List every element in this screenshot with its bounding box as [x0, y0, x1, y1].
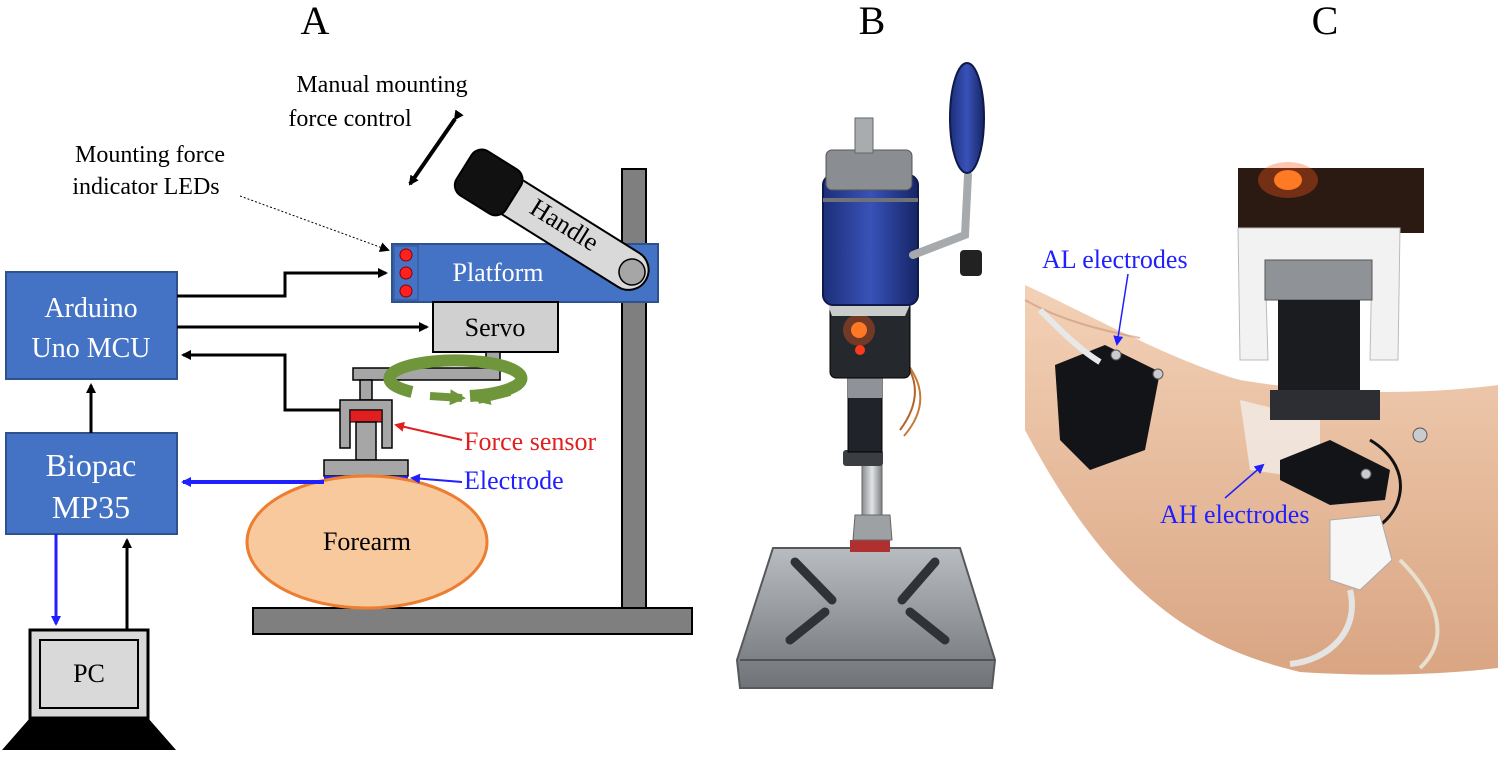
- forearm: [245, 474, 489, 610]
- ah-electrode-strap: [1280, 440, 1390, 505]
- force-sensor-label: Force sensor: [464, 427, 596, 456]
- panel-a-schematic: Platform Handle Manual mounting force co…: [2, 72, 693, 750]
- handle: [453, 148, 650, 291]
- panel-letter-b: B: [859, 0, 886, 43]
- device-body: [822, 174, 919, 306]
- stand-pole: [621, 168, 647, 609]
- biopac-label-line2: MP35: [52, 489, 130, 525]
- electrode-pointer: [410, 473, 463, 484]
- stand-base: [252, 607, 693, 635]
- rotation-indicator: [383, 354, 528, 402]
- leds-leader-line: [239, 195, 390, 252]
- arm-drop: [359, 379, 373, 401]
- ah-electrodes-label: AH electrodes: [1160, 500, 1309, 529]
- al-pointer: [1113, 273, 1129, 346]
- leds-label-line1: Mounting force: [75, 142, 225, 168]
- device-base: [735, 547, 997, 689]
- rotation-arrow-left: [474, 388, 511, 405]
- al-electrodes-label: AL electrodes: [1042, 245, 1188, 274]
- panel-c-arm-photo: AL electrodes AH electrodes: [1024, 162, 1498, 675]
- manual-control-label-line1: Manual mounting: [296, 72, 467, 98]
- rotation-arrow-right: [429, 389, 466, 406]
- biopac-box: [5, 432, 178, 535]
- led-2: [399, 266, 413, 280]
- manual-control-arrow: [408, 109, 464, 186]
- pc-laptop: [2, 628, 176, 750]
- electrode-clip: [1329, 514, 1393, 591]
- force-sensor-pointer: [394, 421, 463, 441]
- arduino-label-line1: Arduino: [44, 293, 137, 324]
- probe-housing: [1238, 168, 1424, 233]
- arduino-label-line2: Uno MCU: [31, 333, 150, 364]
- electrode-label: Electrode: [464, 466, 564, 495]
- panel-letter-a: A: [301, 0, 330, 43]
- leds-label-line2: indicator LEDs: [72, 174, 219, 200]
- manual-control-label-line2: force control: [288, 106, 412, 132]
- sensor-stem: [355, 421, 377, 461]
- biopac-label-line1: Biopac: [46, 447, 137, 483]
- device-handle-knob: [949, 62, 985, 174]
- led-3: [399, 284, 413, 298]
- sensor-to-arduino-arrow: [181, 350, 340, 412]
- platform-label: Platform: [453, 258, 544, 287]
- pc-label: PC: [73, 659, 105, 688]
- ah-pointer: [1224, 463, 1265, 499]
- al-electrode-strap: [1055, 345, 1160, 470]
- panel-letter-c: C: [1312, 0, 1339, 43]
- led-1: [399, 248, 413, 262]
- arduino-box: [5, 271, 178, 380]
- force-sensor: [349, 409, 383, 423]
- rotating-arm: [352, 367, 501, 381]
- electrode-holder: [323, 459, 409, 477]
- servo-label: Servo: [465, 313, 526, 342]
- forearm-label: Forearm: [323, 527, 411, 556]
- panel-b-device-photo: [735, 62, 997, 689]
- arduino-to-leds-arrow: [177, 268, 388, 298]
